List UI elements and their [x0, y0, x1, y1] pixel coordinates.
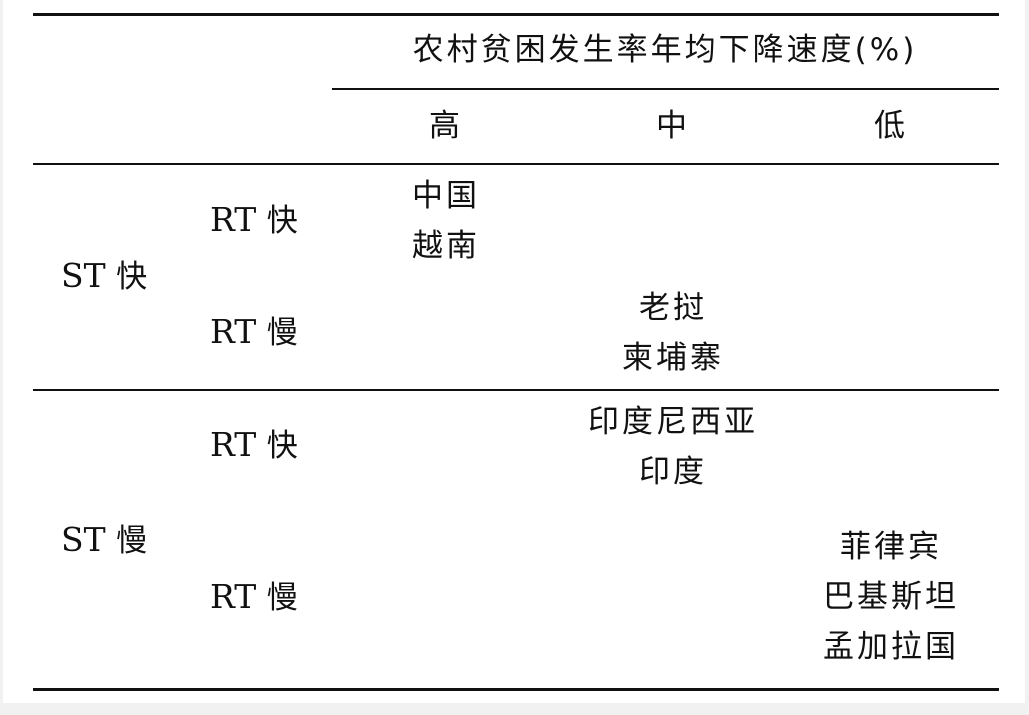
group-divider-rule: [33, 389, 999, 391]
cell-row1-high: 中国 越南: [412, 171, 480, 271]
country-name: 中国: [412, 178, 480, 214]
country-name: 菲律宾: [840, 529, 942, 565]
country-name: 柬埔寨: [622, 340, 724, 376]
cell-row3-mid: 印度尼西亚 印度: [588, 397, 758, 497]
cell-row2-mid: 老挝 柬埔寨: [622, 283, 724, 383]
country-name: 孟加拉国: [823, 629, 959, 665]
country-name: 老挝: [639, 290, 707, 326]
document-page: 农村贫困发生率年均下降速度(%) 高 中 低 ST 快 RT 快 RT 慢 中国…: [3, 0, 1025, 703]
country-name: 印度尼西亚: [588, 404, 758, 440]
bottom-rule: [33, 688, 999, 691]
country-name: 越南: [412, 228, 480, 264]
rt-label-row-3: RT 快: [210, 425, 301, 464]
column-header-mid: 中: [656, 108, 690, 144]
rt-label-row-1: RT 快: [210, 200, 301, 239]
column-header-high: 高: [429, 108, 463, 144]
top-rule: [33, 13, 999, 16]
country-name: 巴基斯坦: [823, 579, 959, 615]
header-bottom-rule: [33, 163, 999, 165]
st-label-slow: ST 慢: [61, 520, 151, 559]
rt-label-row-2: RT 慢: [210, 312, 301, 351]
column-header-low: 低: [874, 108, 908, 144]
rt-label-row-4: RT 慢: [210, 577, 301, 616]
header-sub-rule: [332, 88, 999, 90]
st-label-fast: ST 快: [61, 256, 151, 295]
country-name: 印度: [639, 454, 707, 490]
cell-row4-low: 菲律宾 巴基斯坦 孟加拉国: [823, 522, 959, 672]
column-group-header: 农村贫困发生率年均下降速度(%): [412, 32, 918, 68]
